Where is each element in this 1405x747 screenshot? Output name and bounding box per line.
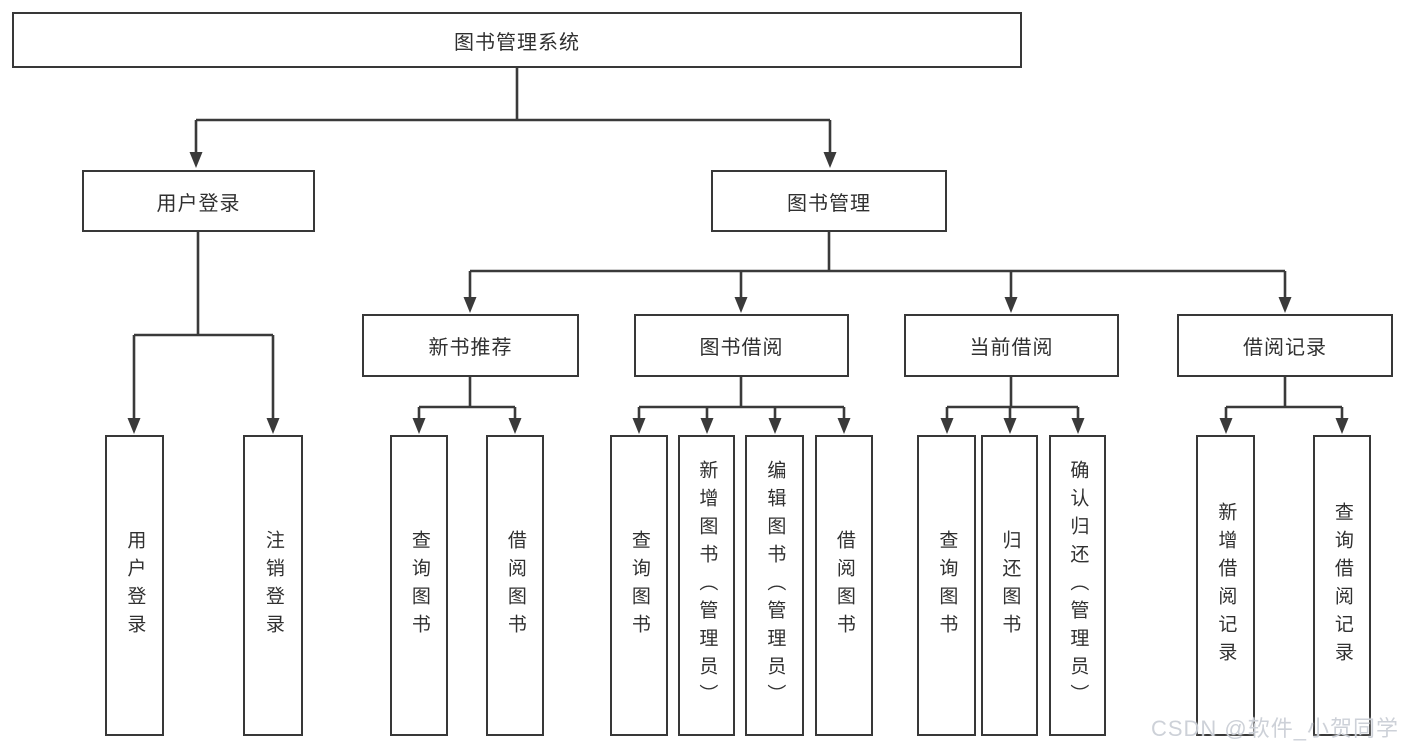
leaf-borrow-books-label: 借阅图书 — [833, 529, 855, 642]
node-user-login-label: 用户登录 — [156, 192, 241, 215]
arrowhead-icon — [632, 418, 646, 434]
arrowhead-icon — [1071, 418, 1085, 434]
connector-book-mgmt-to-level2 — [468, 232, 1287, 299]
node-user-login: 用户登录 — [82, 170, 315, 232]
arrowhead-icon — [508, 418, 522, 434]
leaf-query-books-current-label: 查询图书 — [936, 529, 958, 642]
leaf-borrow-books-recommend: 借阅图书 — [486, 435, 544, 736]
arrowhead-icon — [940, 418, 954, 434]
arrowhead-icon — [837, 418, 851, 434]
leaf-add-book-admin-label: 新增图书（管理员） — [696, 459, 718, 712]
arrowhead-icon — [1278, 297, 1292, 313]
leaf-query-books-recommend-label: 查询图书 — [408, 529, 430, 642]
leaf-user-login: 用户登录 — [105, 435, 164, 736]
arrowhead-icon — [1219, 418, 1233, 434]
node-root: 图书管理系统 — [12, 12, 1022, 68]
leaf-add-borrow-record-label: 新增借阅记录 — [1215, 501, 1237, 670]
leaf-user-login-label: 用户登录 — [124, 529, 146, 642]
arrowhead-icon — [1335, 418, 1349, 434]
node-current-borrow-label: 当前借阅 — [969, 337, 1054, 359]
arrowhead-icon — [734, 297, 748, 313]
leaf-borrow-books: 借阅图书 — [815, 435, 873, 736]
leaf-query-books-borrow: 查询图书 — [610, 435, 668, 736]
leaf-return-book-label: 归还图书 — [999, 529, 1021, 642]
node-root-label: 图书管理系统 — [454, 31, 580, 54]
arrowhead-icon — [700, 418, 714, 434]
leaf-confirm-return-admin-label: 确认归还（管理员） — [1067, 459, 1089, 712]
leaf-confirm-return-admin: 确认归还（管理员） — [1049, 435, 1106, 736]
connector-new-book-to-leaves — [417, 377, 517, 421]
node-new-book-recommend-label: 新书推荐 — [428, 337, 513, 359]
node-book-borrow: 图书借阅 — [634, 314, 849, 377]
leaf-edit-book-admin: 编辑图书（管理员） — [745, 435, 804, 736]
arrowhead-icon — [189, 152, 203, 168]
arrowhead-icon — [127, 418, 141, 434]
leaf-add-book-admin: 新增图书（管理员） — [678, 435, 735, 736]
leaf-query-books-recommend: 查询图书 — [390, 435, 448, 736]
connector-book-borrow-to-leaves — [637, 377, 846, 421]
arrowhead-icon — [768, 418, 782, 434]
node-book-management-label: 图书管理 — [787, 192, 871, 215]
arrowhead-icon — [1003, 418, 1017, 434]
leaf-borrow-books-recommend-label: 借阅图书 — [504, 529, 526, 642]
leaf-logout-label: 注销登录 — [262, 529, 284, 642]
leaf-query-books-borrow-label: 查询图书 — [628, 529, 650, 642]
leaf-query-borrow-record-label: 查询借阅记录 — [1331, 501, 1353, 670]
node-book-borrow-label: 图书借阅 — [699, 337, 784, 359]
leaf-logout: 注销登录 — [243, 435, 303, 736]
node-borrow-records-label: 借阅记录 — [1243, 337, 1327, 359]
arrowhead-icon — [823, 152, 837, 168]
leaf-edit-book-admin-label: 编辑图书（管理员） — [764, 459, 786, 712]
arrowhead-icon — [412, 418, 426, 434]
connector-current-borrow-to-leaves — [945, 377, 1080, 421]
node-borrow-records: 借阅记录 — [1177, 314, 1393, 377]
connector-borrow-records-to-leaves — [1224, 377, 1344, 421]
node-book-management: 图书管理 — [711, 170, 947, 232]
arrowhead-icon — [1004, 297, 1018, 313]
arrowhead-icon — [463, 297, 477, 313]
connector-user-login-to-leaves — [132, 232, 275, 421]
leaf-add-borrow-record: 新增借阅记录 — [1196, 435, 1255, 736]
leaf-query-books-current: 查询图书 — [917, 435, 976, 736]
node-new-book-recommend: 新书推荐 — [362, 314, 579, 377]
watermark: CSDN @软件_小贺同学 — [1150, 716, 1399, 741]
leaf-return-book: 归还图书 — [981, 435, 1038, 736]
arrowhead-icon — [266, 418, 280, 434]
leaf-query-borrow-record: 查询借阅记录 — [1313, 435, 1371, 736]
connector-root-to-level1 — [194, 68, 832, 155]
node-current-borrow: 当前借阅 — [904, 314, 1119, 377]
